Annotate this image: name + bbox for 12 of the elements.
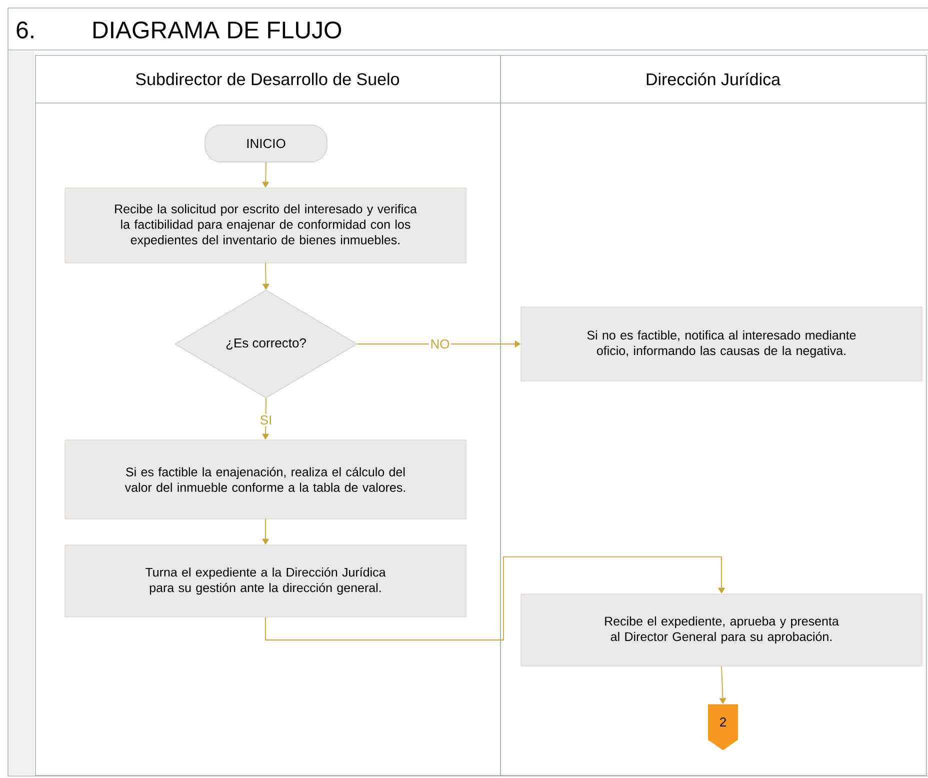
- section-number: 6.: [16, 22, 34, 38]
- title: DIAGRAMA DE FLUJO: [94, 22, 342, 38]
- start-terminal: INICIO: [204, 124, 328, 162]
- lane-header: Subdirector de Desarrollo de Suelo: [34, 72, 500, 104]
- process-box: Si es factible la enajenación, realiza el cálculo del valor del inmueble conforme a la tabla de valores.: [64, 440, 466, 520]
- process-box: Si no es factible, notifica al interesado mediante oficio, informando las causas de la negativa.: [520, 306, 922, 382]
- process-box: Recibe la solicitud por escrito del interesado y verifica la factibilidad para enajenar de conformidad con los expedientes del inventario de bienes inmuebles.: [64, 188, 466, 264]
- offpage-connector: 2: [708, 704, 738, 750]
- arrow: [265, 556, 726, 640]
- process-box: Turna el expediente a la Dirección Jurídica para su gestión ante la dirección general.: [64, 544, 466, 618]
- lane-header: Dirección Jurídica: [500, 72, 926, 104]
- process-box: Recibe el expediente, aprueba y presenta al Director General para su aprobación.: [520, 594, 922, 666]
